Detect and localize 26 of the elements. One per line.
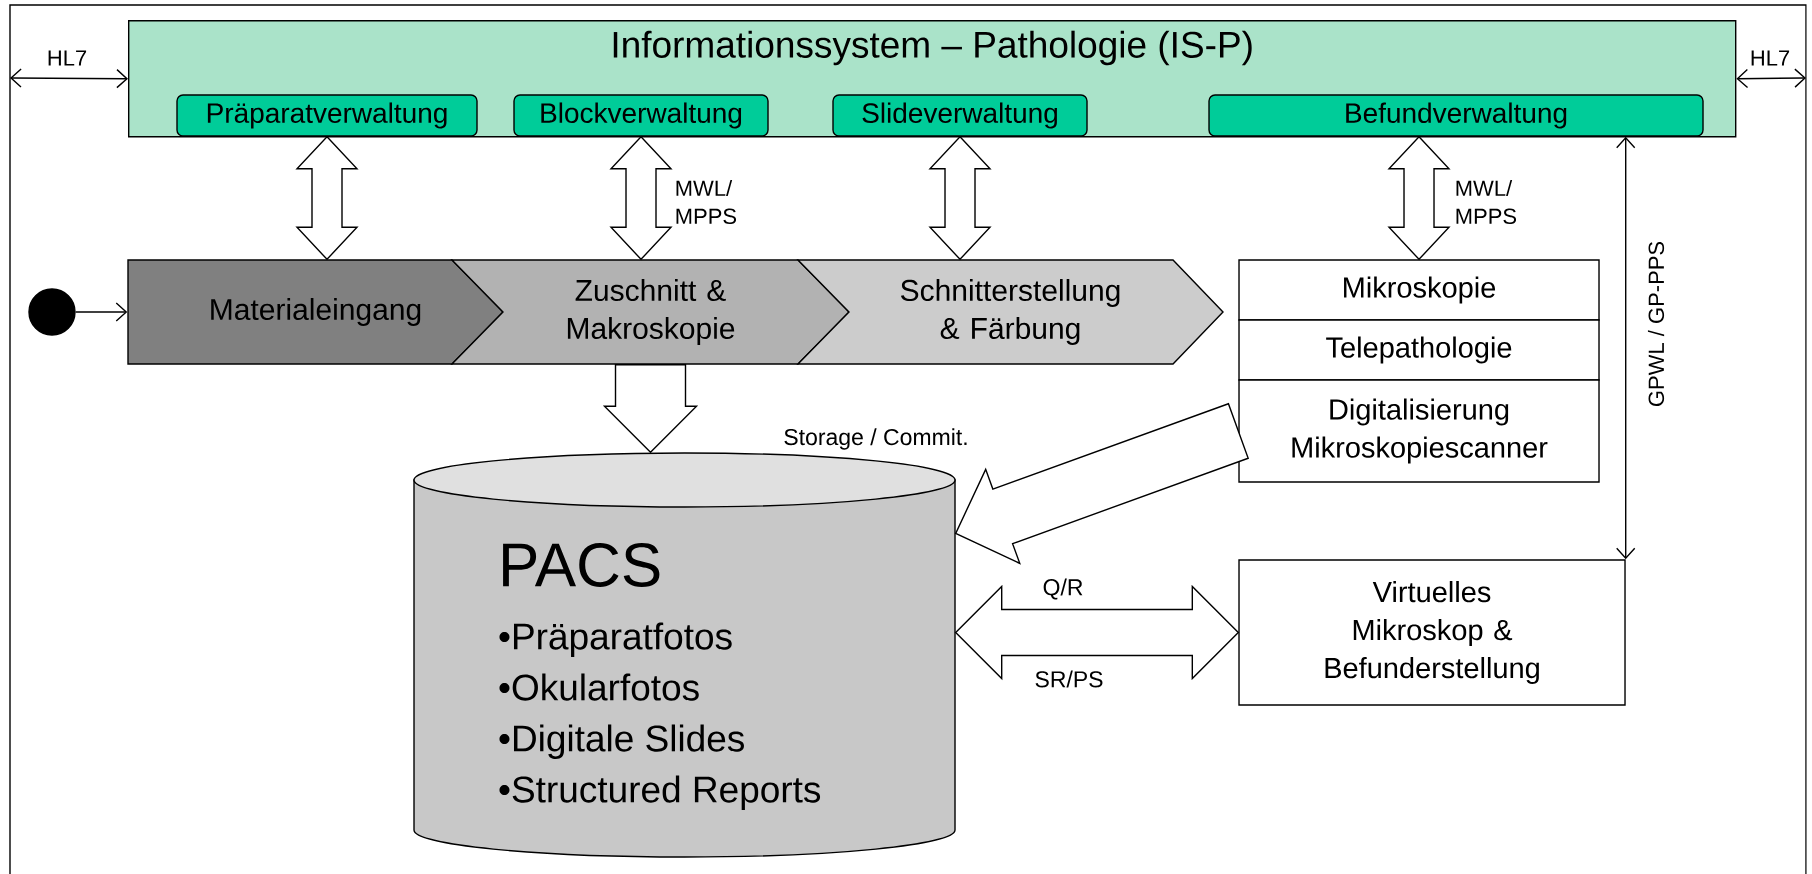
module-box: Befundverwaltung	[1208, 94, 1704, 137]
text-label: SR/PS	[1035, 670, 1103, 688]
text-label: Storage / Commit.	[784, 428, 967, 450]
arrow	[75, 302, 128, 322]
process-box: Digitalisierung Mikroskopiescanner	[1238, 379, 1600, 483]
process-box: Mikroskopie	[1238, 259, 1600, 321]
arrow	[10, 68, 128, 89]
block-arrow	[602, 364, 699, 454]
module-box: Slideverwaltung	[832, 94, 1088, 137]
edge-label: HL7	[1751, 50, 1790, 66]
edge-label: Q/R	[1043, 578, 1083, 600]
process-step: Zuschnitt & Makroskopie	[450, 259, 850, 365]
edge-label: HL7	[48, 50, 87, 66]
database-cylinder: PACS •Präparatfotos •Okularfotos •Digitale Slides •Structured Reports	[413, 452, 956, 858]
start-circle	[28, 288, 76, 336]
process-step: Schnitterstellung & Färbung	[796, 259, 1224, 365]
edge-label: MWL/ MPPS	[676, 179, 736, 225]
arrow	[1736, 68, 1806, 89]
edge-label: GPWL / GP-PPS	[1647, 241, 1665, 407]
edge-label: MWL/ MPPS	[1456, 179, 1517, 225]
process-box: Virtuelles Mikroskop & Befunderstellung	[1238, 559, 1626, 706]
process-box: Telepathologie	[1238, 319, 1600, 381]
process-step: Materialeingang	[127, 259, 504, 365]
module-box: Blockverwaltung	[513, 94, 769, 137]
module-box: Präparatverwaltung	[176, 94, 478, 137]
arrow	[1616, 136, 1636, 560]
